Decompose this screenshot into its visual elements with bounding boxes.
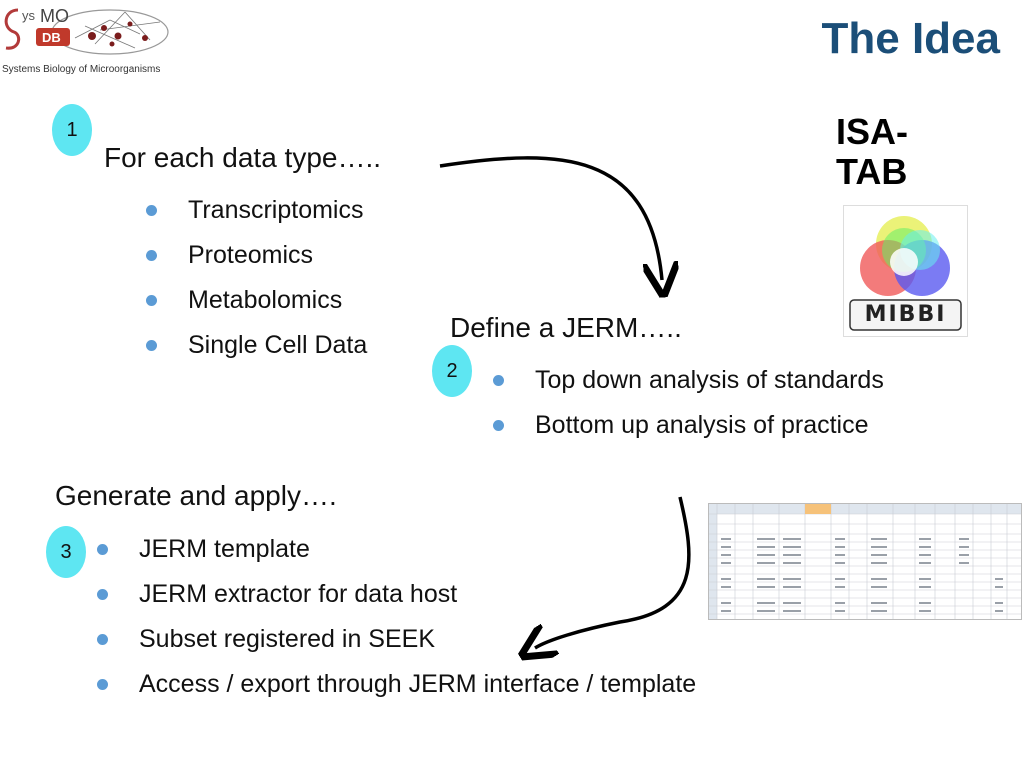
- step-1-list: Transcriptomics Proteomics Metabolomics …: [146, 188, 367, 368]
- list-item: Top down analysis of standards: [493, 358, 884, 403]
- bullet-icon: [146, 250, 157, 261]
- list-item: Transcriptomics: [146, 188, 367, 233]
- mibbi-logo: MIBBI: [843, 205, 968, 337]
- svg-text:ys: ys: [22, 8, 36, 23]
- step-1-heading: For each data type…..: [104, 142, 382, 173]
- bullet-icon: [97, 589, 108, 600]
- mibbi-logo-text: MIBBI: [864, 302, 947, 327]
- step-3-heading: Generate and apply….: [55, 480, 337, 511]
- bullet-icon: [146, 340, 157, 351]
- bullet-icon: [146, 295, 157, 306]
- bullet-icon: [97, 679, 108, 690]
- list-item: Access / export through JERM interface /…: [97, 662, 696, 707]
- arrow-step2-to-step3: [535, 496, 691, 648]
- step-2-badge: 2: [432, 345, 472, 397]
- list-item: Bottom up analysis of practice: [493, 403, 884, 448]
- logo-subtitle: Systems Biology of Microorganisms: [2, 64, 161, 75]
- spreadsheet-graphic: [709, 504, 1021, 619]
- list-item: Metabolomics: [146, 278, 367, 323]
- bullet-icon: [493, 420, 504, 431]
- arrow-step1-to-step2: [439, 156, 662, 280]
- list-item: Single Cell Data: [146, 323, 367, 368]
- step-2-heading: Define a JERM…..: [450, 312, 682, 343]
- step-3-badge: 3: [46, 526, 86, 578]
- svg-text:DB: DB: [42, 30, 61, 45]
- sysmo-db-logo: ys MO DB Systems Biology of Microorganis…: [0, 0, 175, 80]
- isa-tab-label: ISA- TAB: [836, 111, 908, 192]
- bullet-icon: [146, 205, 157, 216]
- slide-title: The Idea: [821, 14, 1001, 63]
- bullet-icon: [97, 634, 108, 645]
- mibbi-venn-graphic: [849, 216, 962, 331]
- list-item: JERM template: [97, 527, 696, 572]
- step-1-badge: 1: [52, 104, 92, 156]
- list-item: JERM extractor for data host: [97, 572, 696, 617]
- bullet-icon: [97, 544, 108, 555]
- step-3-list: JERM template JERM extractor for data ho…: [97, 527, 696, 707]
- sysmo-logo-graphic: ys MO DB: [4, 6, 169, 55]
- list-item: Proteomics: [146, 233, 367, 278]
- svg-text:MO: MO: [40, 6, 69, 26]
- spreadsheet-thumbnail: [708, 503, 1022, 620]
- bullet-icon: [493, 375, 504, 386]
- step-2-list: Top down analysis of standards Bottom up…: [493, 358, 884, 448]
- list-item: Subset registered in SEEK: [97, 617, 696, 662]
